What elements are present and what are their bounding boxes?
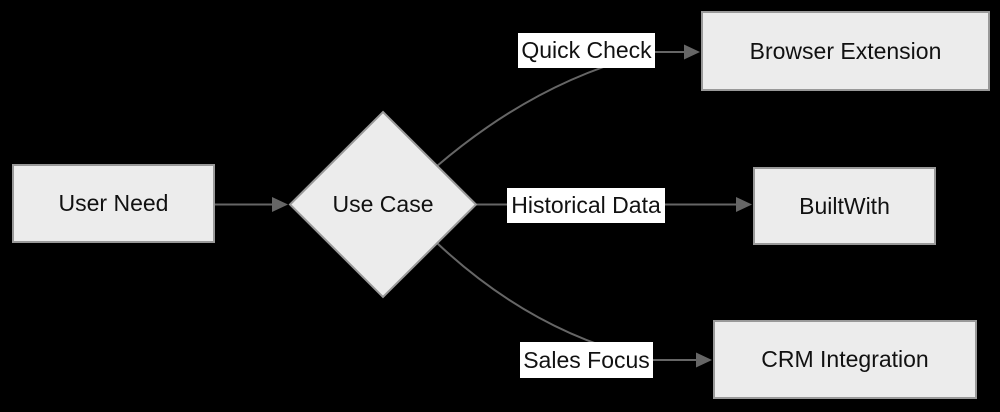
node-use-case-diamond-shape bbox=[288, 110, 478, 299]
node-builtwith: BuiltWith bbox=[753, 167, 936, 245]
arrowhead-into-browser-extension bbox=[684, 44, 700, 60]
arrowhead-into-crm-integration bbox=[696, 352, 712, 368]
edge-label-historical-data: Historical Data bbox=[507, 188, 665, 223]
node-browser-extension: Browser Extension bbox=[701, 11, 990, 91]
edge-label-quick-check: Quick Check bbox=[518, 33, 655, 68]
node-crm-integration: CRM Integration bbox=[713, 320, 977, 399]
node-use-case-label: Use Case bbox=[332, 191, 434, 217]
edge-use-case-to-browser-extension bbox=[436, 51, 686, 167]
arrowhead-into-use-case bbox=[272, 197, 288, 212]
edge-label-sales-focus: Sales Focus bbox=[520, 342, 653, 378]
arrowhead-into-builtwith bbox=[736, 197, 752, 212]
node-user-need: User Need bbox=[12, 164, 215, 243]
